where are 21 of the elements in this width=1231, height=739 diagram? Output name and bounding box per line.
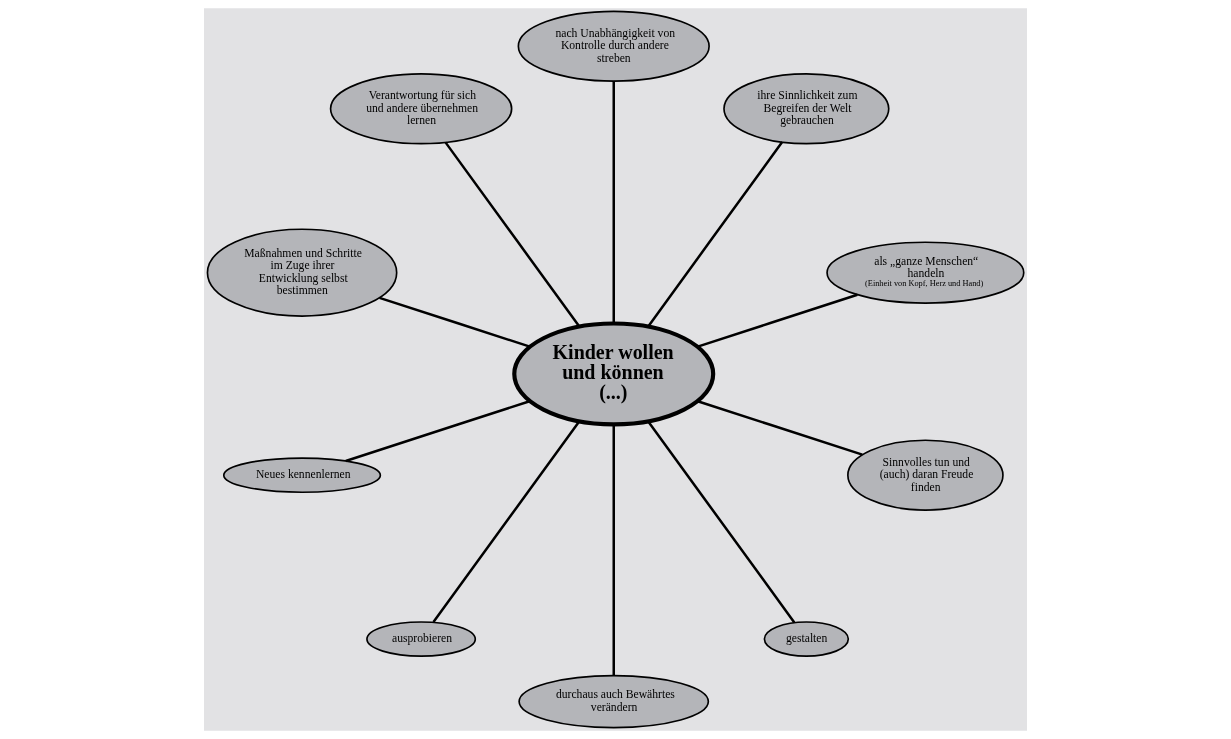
connector (432, 420, 581, 623)
node-ellipse: gestalten (763, 621, 850, 657)
node-ellipse: ihre Sinnlichkeit zum Begreifen der Welt gebrauchen (723, 73, 890, 145)
connector (612, 424, 615, 676)
node-ellipse: Maßnahmen und Schritte im Zuge ihrer Entwicklung selbst bestimmen (206, 228, 398, 317)
node-ellipse: Sinnvolles tun und (auch) daran Freude finden (847, 439, 1004, 511)
node-ellipse: Verantwortung für sich und andere übernehmen lernen (329, 73, 513, 145)
node-ellipse: Kinder wollen und können (...) (512, 321, 716, 427)
connector (444, 141, 581, 328)
node-ellipse: Neues kennenlernen (222, 457, 382, 494)
connector (697, 293, 858, 348)
connector (697, 400, 863, 456)
connector (647, 141, 784, 328)
connector (612, 80, 615, 324)
connector (647, 420, 796, 624)
connector (345, 400, 530, 463)
connector (379, 296, 531, 348)
node-ellipse: als „ganze Menschen“ handeln (Einheit von Kopf, Herz und Hand) (826, 241, 1025, 304)
node-ellipse: durchaus auch Bewährtes verändern (518, 674, 710, 729)
node-ellipse: nach Unabhängigkeit von Kontrolle durch andere streben (517, 10, 710, 82)
node-ellipse: ausprobieren (366, 621, 477, 657)
